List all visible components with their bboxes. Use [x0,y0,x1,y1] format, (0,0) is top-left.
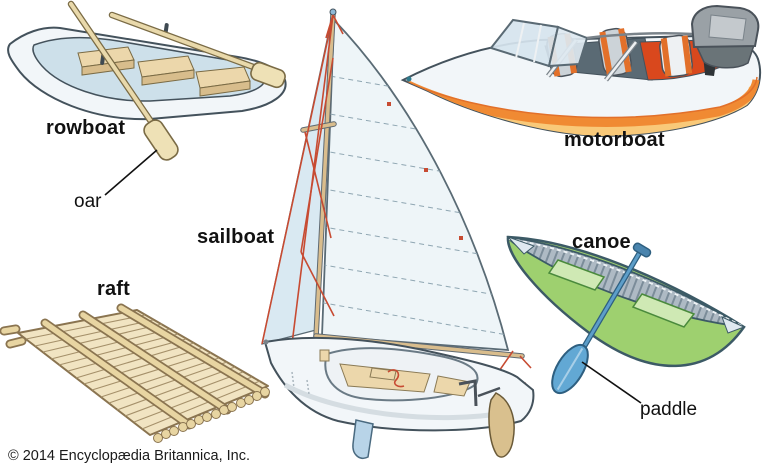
mainsail [321,17,510,351]
raft-logs [25,314,261,430]
canoe-seats [547,259,696,328]
raft-cross-beams [40,303,270,430]
rowboat-illustration [7,0,287,161]
canoe-interior [506,235,745,328]
oar-label: oar [74,191,102,212]
oar-across-boat [108,11,286,89]
copyright-notice: © 2014 Encyclopædia Britannica, Inc. [8,448,251,464]
centerboard [352,419,374,459]
paddle-label: paddle [640,399,698,420]
paddle-blade [551,343,589,395]
motorboat-illustration [400,4,762,138]
motorboat-label: motorboat [564,129,665,151]
canoe-illustration [506,235,746,368]
paddle-leader-line [581,361,642,404]
raft-log-ends [153,387,270,443]
gunwale-trim [508,238,743,327]
canoe-tip-decks [507,236,746,334]
raft-label: raft [97,278,131,300]
canoe-label: canoe [572,231,631,253]
stern-hardware [458,379,501,407]
sailboat-illustration [261,8,535,459]
mainsail-seams [322,69,508,339]
oar-with-label [67,0,179,161]
bow-eye [406,76,412,82]
side-rail [586,31,693,40]
outboard-motor [690,4,760,76]
rowboat-seats [77,46,251,97]
raft-corner-stubs [0,324,27,349]
oar-blade [143,119,179,161]
rudder [488,392,515,458]
raft-illustration [0,303,270,443]
paddle-illustration [551,242,652,395]
cockpit-interior [319,349,471,397]
paddle-grip [632,242,652,258]
oar-leader-line [104,149,158,196]
sailboat-label: sailboat [197,226,275,248]
rowboat-label: rowboat [46,117,126,139]
windshield [489,18,589,68]
sailboat-hull-details [263,339,511,421]
